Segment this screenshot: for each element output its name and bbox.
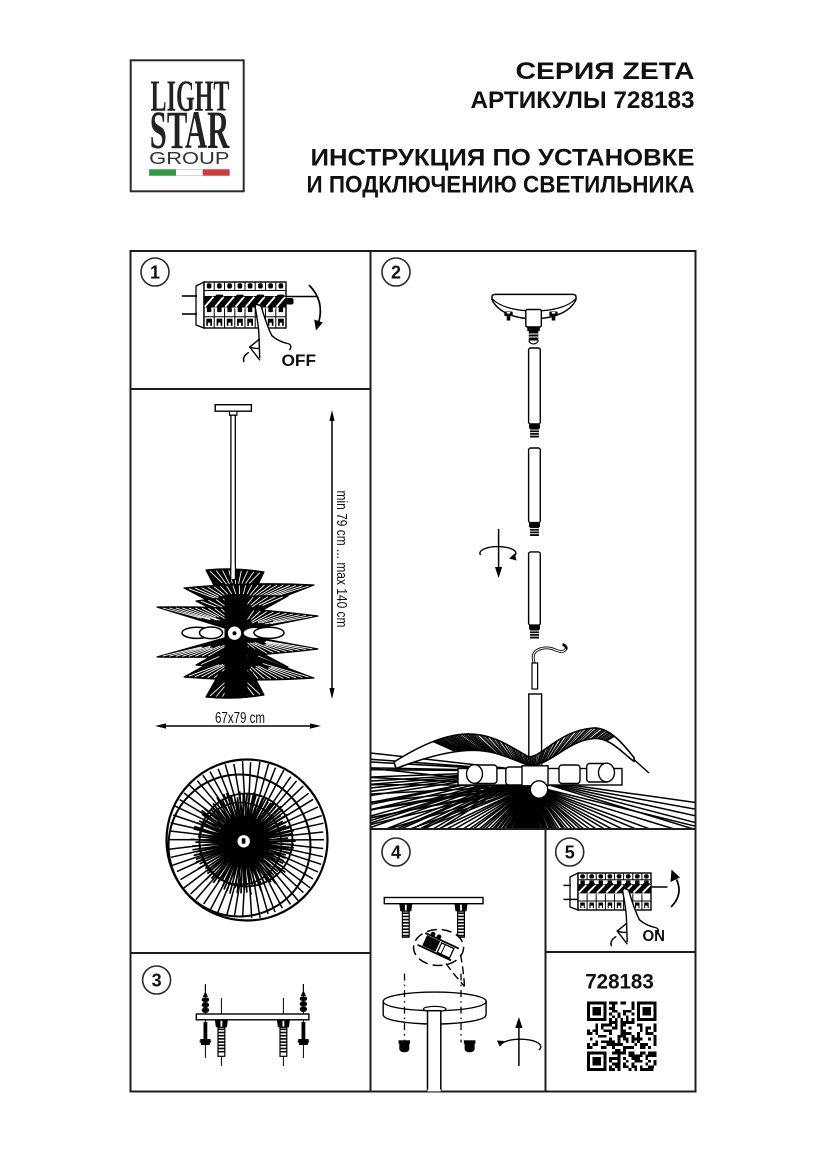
svg-text:67x79 cm: 67x79 cm bbox=[215, 710, 265, 727]
svg-text:5: 5 bbox=[565, 843, 575, 863]
svg-text:1: 1 bbox=[150, 263, 160, 283]
svg-text:min 79 cm ... max 140 cm: min 79 cm ... max 140 cm bbox=[333, 491, 350, 628]
svg-text:3: 3 bbox=[152, 971, 162, 991]
svg-text:АРТИКУЛЫ 728183: АРТИКУЛЫ 728183 bbox=[471, 87, 695, 114]
svg-text:СЕРИЯ ZETA: СЕРИЯ ZETA bbox=[516, 58, 695, 85]
svg-text:GROUP: GROUP bbox=[149, 148, 229, 168]
svg-text:ON: ON bbox=[643, 928, 666, 945]
svg-text:ИНСТРУКЦИЯ ПО УСТАНОВКЕ: ИНСТРУКЦИЯ ПО УСТАНОВКЕ bbox=[311, 145, 695, 172]
svg-text:728183: 728183 bbox=[585, 971, 654, 994]
svg-text:2: 2 bbox=[391, 263, 401, 283]
svg-text:И ПОДКЛЮЧЕНИЮ СВЕТИЛЬНИКА: И ПОДКЛЮЧЕНИЮ СВЕТИЛЬНИКА bbox=[307, 171, 695, 198]
svg-text:STAR: STAR bbox=[150, 100, 230, 160]
svg-text:OFF: OFF bbox=[282, 352, 317, 370]
svg-text:LIGHT: LIGHT bbox=[151, 71, 230, 120]
svg-text:4: 4 bbox=[391, 843, 401, 863]
